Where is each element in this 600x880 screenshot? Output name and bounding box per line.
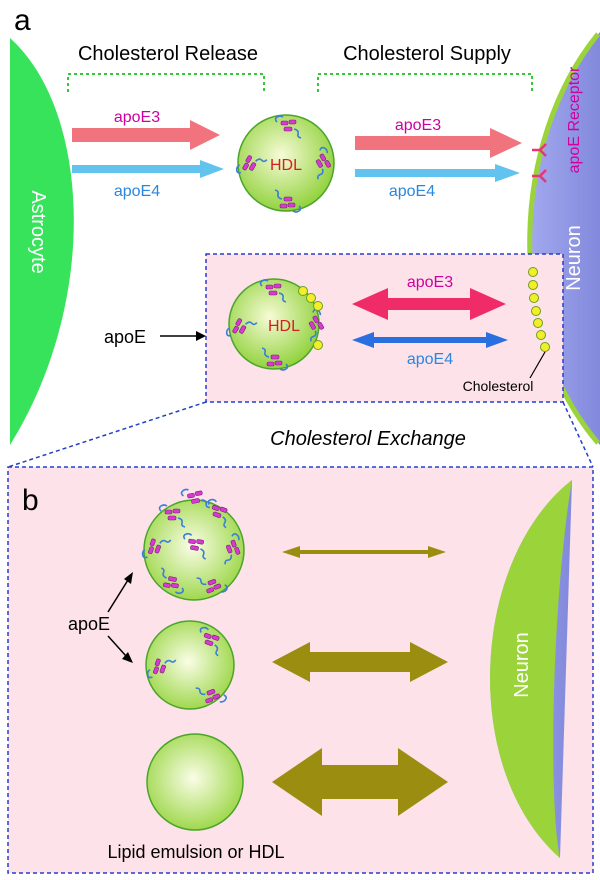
release-bracket xyxy=(67,73,265,92)
apoe3-release-arrow xyxy=(72,120,220,150)
lipid-label: Lipid emulsion or HDL xyxy=(107,842,284,862)
apoe-pointer-head-b2 xyxy=(122,652,133,663)
panel-a-letter: a xyxy=(14,4,31,37)
apoe3-exchange-arrow xyxy=(352,288,506,320)
supply-bracket xyxy=(317,73,533,92)
supply-heading: Cholesterol Supply xyxy=(343,43,511,65)
cholesterol-label: Cholesterol xyxy=(463,378,534,394)
zoom-line-right xyxy=(562,401,594,468)
olive-arrow-thin xyxy=(282,546,446,558)
apoe3-release-label: apoE3 xyxy=(114,109,160,126)
neuron-membrane-a xyxy=(527,32,600,445)
apoe-pointer-head-b1 xyxy=(124,572,133,584)
receptor-icon-2 xyxy=(532,169,547,183)
hdl-particle-large xyxy=(140,485,247,601)
zoom-line-left xyxy=(7,401,207,468)
astrocyte-label: Astrocyte xyxy=(27,190,49,273)
hdl-label-top: HDL xyxy=(270,157,302,174)
apoe4-release-label: apoE4 xyxy=(114,183,160,200)
hdl-label-exchange: HDL xyxy=(268,318,300,335)
olive-arrow-thick xyxy=(272,748,448,816)
apoe4-supply-label: apoE4 xyxy=(389,183,435,200)
apoe3-exchange-label: apoE3 xyxy=(407,274,453,291)
exchange-caption: Cholesterol Exchange xyxy=(270,428,466,450)
apoe-receptor-label: apoE Receptor xyxy=(566,66,583,173)
neuron-label-b: Neuron xyxy=(511,632,533,698)
apoe3-supply-label: apoE3 xyxy=(395,117,441,134)
neuron-membrane-b xyxy=(490,480,572,858)
apoe-pointer-line-b2 xyxy=(107,635,127,657)
apoe-pointer-label-b: apoE xyxy=(68,614,110,634)
apoe3-supply-arrow xyxy=(355,128,522,158)
hdl-particle-medium xyxy=(145,620,235,710)
apoe4-release-arrow xyxy=(72,160,224,178)
apoe4-exchange-arrow xyxy=(352,332,508,348)
receptor-icon-1 xyxy=(532,143,547,157)
hdl-particle-top xyxy=(234,114,338,213)
lipid-sphere xyxy=(146,733,244,831)
cholesterol-dots xyxy=(528,267,550,352)
apoe-pointer-line-b1 xyxy=(107,579,129,613)
panel-b-letter: b xyxy=(22,484,39,517)
apoe-pointer-head-a xyxy=(196,331,206,341)
hdl-particle-exchange xyxy=(224,278,331,371)
cholesterol-pointer xyxy=(529,351,546,379)
apoe-pointer-label-a: apoE xyxy=(104,327,146,347)
astrocyte-shape xyxy=(10,38,74,445)
olive-arrow-medium xyxy=(272,642,448,682)
apoe4-supply-arrow xyxy=(355,164,520,182)
release-heading: Cholesterol Release xyxy=(78,43,258,65)
neuron-label-a: Neuron xyxy=(563,225,585,291)
apoe4-exchange-label: apoE4 xyxy=(407,351,453,368)
